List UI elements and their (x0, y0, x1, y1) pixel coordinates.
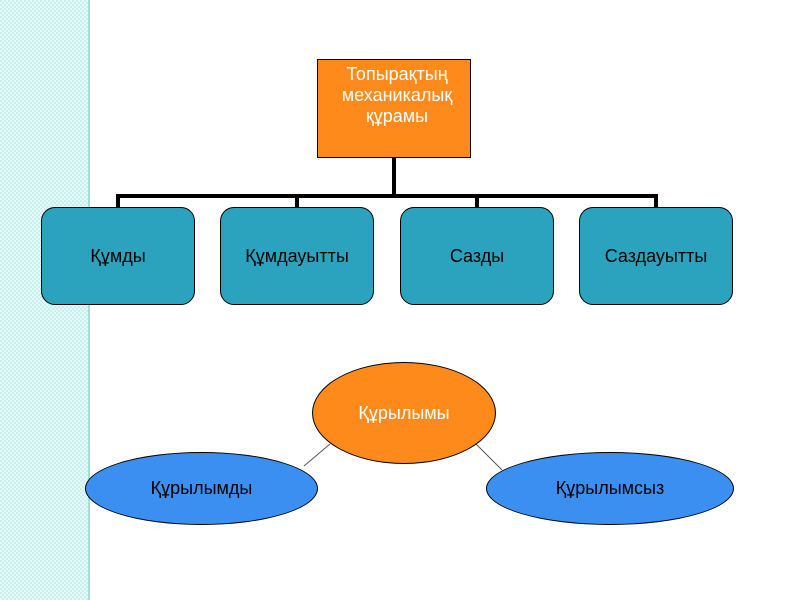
child-node-label: Құмды (90, 245, 146, 266)
structure-left-label: Құрылымды (150, 478, 253, 498)
structure-center-ellipse: Құрылымы (312, 362, 496, 464)
child-node-label: Құмдауытты (245, 245, 349, 266)
child-node-label: Саздауытты (604, 245, 708, 266)
structure-center-label: Құрылымы (358, 402, 450, 423)
child-node-label: Сазды (449, 245, 505, 266)
right-ellipse-connector (475, 443, 503, 471)
child-node-loam: Саздауытты (579, 207, 733, 305)
structure-left-ellipse: Құрылымды (85, 452, 318, 525)
structure-right-ellipse: Құрылымсыз (486, 452, 734, 525)
child-node-sandy: Құмды (41, 207, 195, 305)
child-node-clay: Сазды (400, 207, 554, 305)
structure-right-label: Құрылымсыз (555, 478, 665, 498)
root-node-label: Топырақтың механикалық құрамы (341, 64, 453, 126)
child-node-sandy-loam: Құмдауытты (220, 207, 374, 305)
root-node-soil-composition: Топырақтың механикалық құрамы (317, 59, 471, 158)
left-ellipse-connector (303, 443, 331, 467)
